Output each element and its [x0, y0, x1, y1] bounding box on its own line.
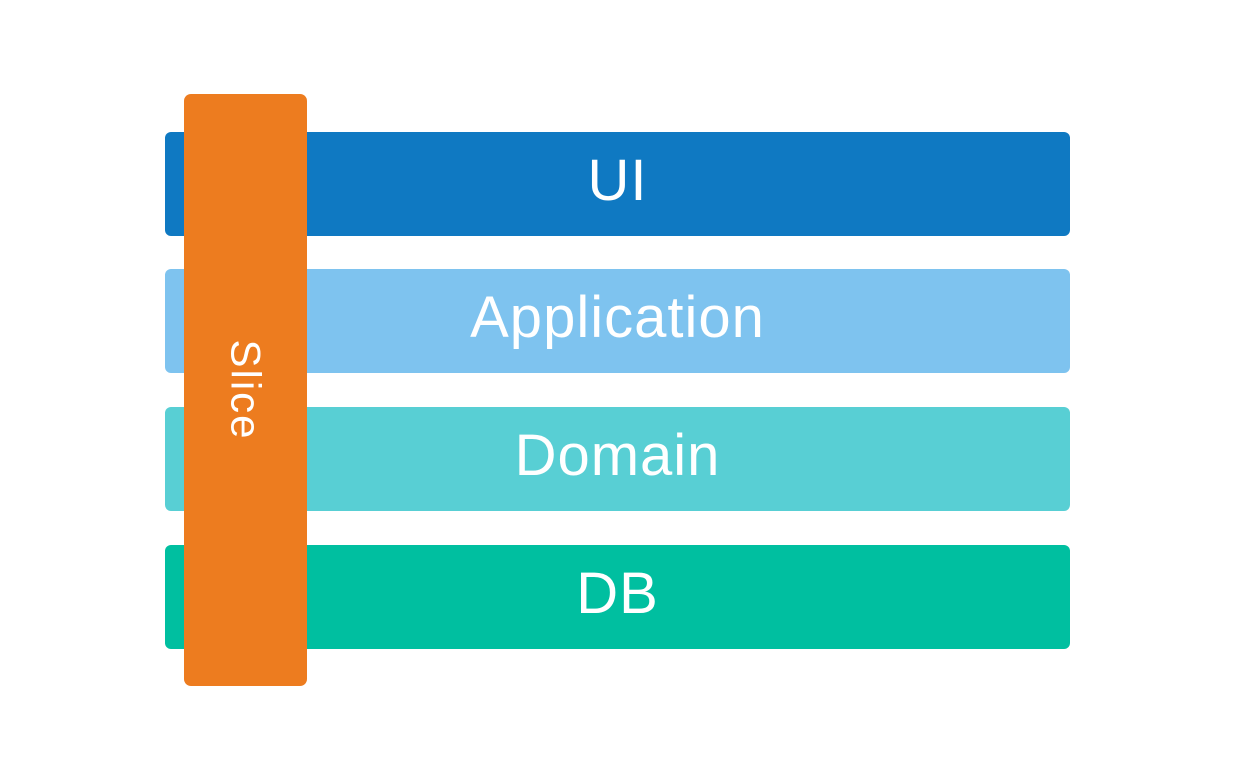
layer-bar-db: DB: [165, 545, 1070, 649]
layer-label-application: Application: [470, 285, 765, 350]
slice-bar: Slice: [184, 94, 307, 686]
layer-bar-domain: Domain: [165, 407, 1070, 511]
layer-bar-application: Application: [165, 269, 1070, 373]
layer-label-domain: Domain: [514, 423, 721, 488]
layer-label-ui: UI: [587, 148, 648, 213]
slice-label: Slice: [222, 339, 270, 441]
layer-label-db: DB: [576, 561, 659, 626]
layer-bar-ui: UI: [165, 132, 1070, 236]
